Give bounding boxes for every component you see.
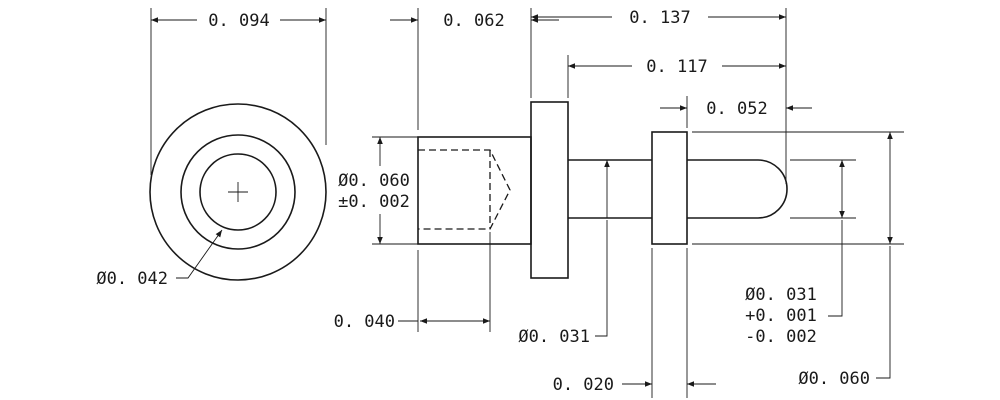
side-view: 0. 062 0. 137 0. 117 0. 052 Ø0. 060 ±0. … [334, 8, 904, 398]
tip-dia-tol-plus-label: +0. 001 [745, 306, 817, 326]
body-outline [417, 136, 532, 245]
bore-dia-leader [176, 229, 223, 279]
end-view-outer-circle [149, 103, 327, 281]
end-view-bore-dia-label: Ø0. 042 [96, 269, 168, 289]
head-length-label: 0. 062 [443, 11, 504, 31]
collar-to-tip-length-label: 0. 117 [646, 57, 707, 77]
body-dia-label: Ø0. 060 [338, 171, 410, 191]
dim-line-collar-dia-leader [876, 246, 891, 379]
hidden-bore [418, 149, 511, 230]
shank-dia-label: Ø0. 031 [518, 327, 590, 347]
end-view-inner-circle [199, 153, 277, 231]
end-view: 0. 094 Ø0. 042 [96, 8, 327, 289]
end-view-width-label: 0. 094 [208, 11, 269, 31]
tip-dia-tol-minus-label: -0. 002 [745, 327, 817, 347]
dim-line-shank-leader [595, 220, 608, 337]
dim-line-tip-dia-leader [828, 220, 843, 317]
end-view-middle-circle [180, 134, 296, 250]
collar [651, 131, 688, 245]
overall-length-label: 0. 137 [629, 8, 690, 28]
hole-depth-label: 0. 040 [334, 312, 395, 332]
tip-length-label: 0. 052 [706, 99, 767, 119]
collar-dia-label: Ø0. 060 [798, 369, 870, 389]
head-flange [530, 101, 569, 279]
tip [687, 159, 788, 219]
tip-dia-label: Ø0. 031 [745, 285, 817, 305]
collar-width-label: 0. 020 [553, 375, 614, 395]
body-dia-tol-label: ±0. 002 [338, 192, 410, 212]
